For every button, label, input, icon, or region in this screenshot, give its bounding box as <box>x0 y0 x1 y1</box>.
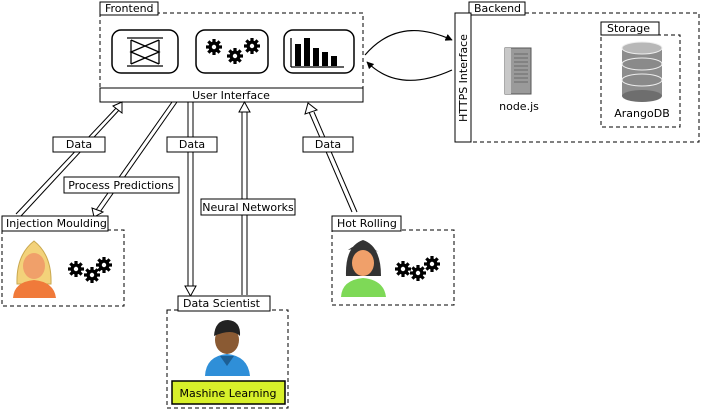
https-interface-label: HTTPS Interface <box>457 34 470 122</box>
svg-text:Neural Networks: Neural Networks <box>202 201 294 214</box>
svg-text:Data: Data <box>179 138 205 151</box>
hot-rolling-title: Hot Rolling <box>337 217 397 230</box>
flow-label-data-center: Data <box>166 136 218 153</box>
bar-chart-icon <box>283 29 355 74</box>
flow-arrows <box>15 100 358 298</box>
frontend-backend-link <box>364 29 453 81</box>
frontend-box: Frontend User Interface <box>99 1 364 103</box>
flow-label-data-right: Data <box>302 136 354 153</box>
data-scientist-title: Data Scientist <box>183 297 261 310</box>
database-label: ArangoDB <box>614 107 670 120</box>
machine-learning-label: Mashine Learning <box>171 380 286 405</box>
gears-icon <box>195 29 269 74</box>
svg-text:Data: Data <box>315 138 341 151</box>
user-interface-label: User Interface <box>192 89 270 102</box>
flow-label-data-left: Data <box>52 136 106 153</box>
hot-rolling-box: Hot Rolling <box>331 215 455 306</box>
injection-moulding-box: Injection Moulding <box>1 215 125 307</box>
backend-box: Backend HTTPS Interface node.js <box>454 1 700 143</box>
flow-label-process-predictions: Process Predictions <box>63 176 180 194</box>
frontend-title: Frontend <box>105 2 154 15</box>
database-icon <box>621 41 663 102</box>
flow-label-neural-networks: Neural Networks <box>200 198 296 216</box>
man-avatar-icon <box>205 320 250 376</box>
server-icon <box>504 47 532 95</box>
server-label: node.js <box>499 100 539 113</box>
svg-text:Process Predictions: Process Predictions <box>68 179 174 192</box>
backend-title: Backend <box>474 2 521 15</box>
storage-box: Storage ArangoDB <box>600 21 681 128</box>
storage-title: Storage <box>607 22 650 35</box>
svg-text:Mashine Learning: Mashine Learning <box>180 387 277 400</box>
injection-moulding-title: Injection Moulding <box>6 217 107 230</box>
gears-icon <box>395 256 440 281</box>
woman-avatar-icon <box>13 240 56 298</box>
gears-icon <box>68 257 112 283</box>
woman-avatar-icon <box>341 240 386 297</box>
svg-text:Data: Data <box>66 138 92 151</box>
network-icon <box>111 29 179 74</box>
data-scientist-box: Data Scientist <box>166 295 289 409</box>
